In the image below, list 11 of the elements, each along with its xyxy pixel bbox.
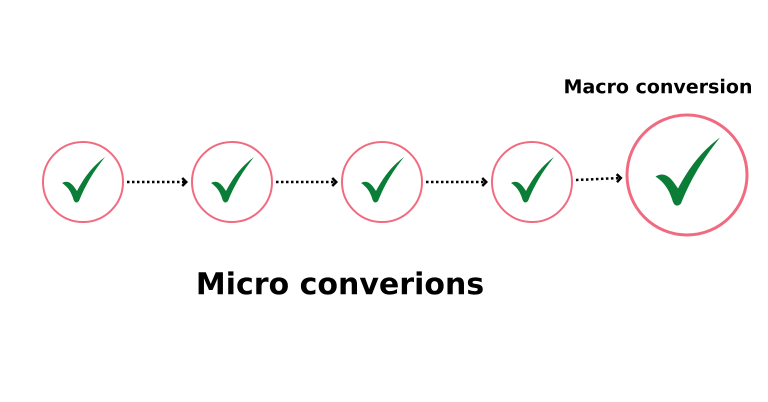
circle-with-checkmark [42, 141, 124, 223]
label: Micro converions [198, 271, 483, 295]
dotted-arrow [576, 173, 623, 184]
circle-with-checkmark [565, 78, 751, 236]
dotted-arrow [276, 177, 338, 187]
circle-with-checkmark [491, 141, 573, 223]
heading: Macro conversion [565, 78, 751, 94]
dotted-arrow [127, 177, 188, 187]
dotted-arrow [426, 177, 488, 187]
circle-with-checkmark [191, 141, 273, 223]
circle-with-checkmark [341, 141, 423, 223]
